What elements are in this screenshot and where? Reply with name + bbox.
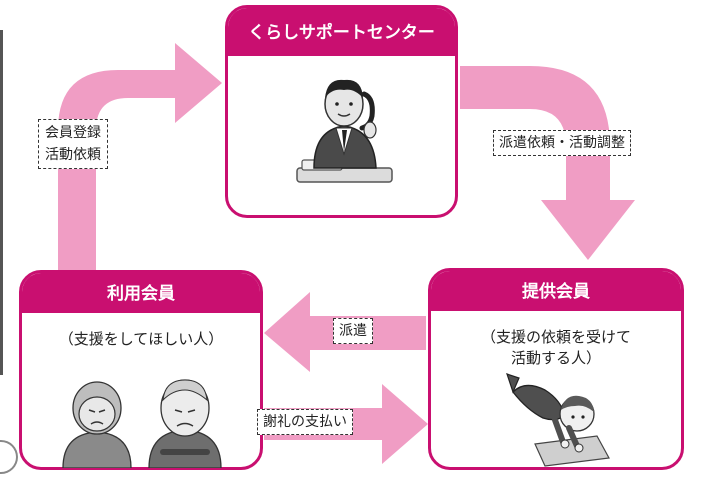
person-wiping-floor-illustration <box>506 373 610 467</box>
label-dispatch-coordination: 派遣依頼・活動調整 <box>493 130 631 156</box>
arrow-user-to-center <box>58 43 222 270</box>
operator-on-phone-illustration <box>296 79 393 183</box>
user-member-node: 利用会員 （支援をしてほしい人） <box>19 270 263 470</box>
left-edge-rule <box>0 30 3 375</box>
label-member-registration: 会員登録 活動依頼 <box>38 119 108 169</box>
label-dispatch: 派遣 <box>333 318 373 344</box>
arrow-center-to-provider <box>460 66 635 260</box>
elderly-couple-illustration <box>62 379 222 468</box>
provider-member-node: 提供会員 （支援の依頼を受けて 活動する人） <box>428 268 684 470</box>
user-member-title: 利用会員 <box>22 273 260 313</box>
label-payment: 謝礼の支払い <box>257 409 353 435</box>
provider-member-description: （支援の依頼を受けて 活動する人） <box>480 328 631 367</box>
support-center-title: くらしサポートセンター <box>228 8 455 56</box>
provider-member-title: 提供会員 <box>431 271 681 311</box>
user-member-description: （支援をしてほしい人） <box>58 330 224 348</box>
